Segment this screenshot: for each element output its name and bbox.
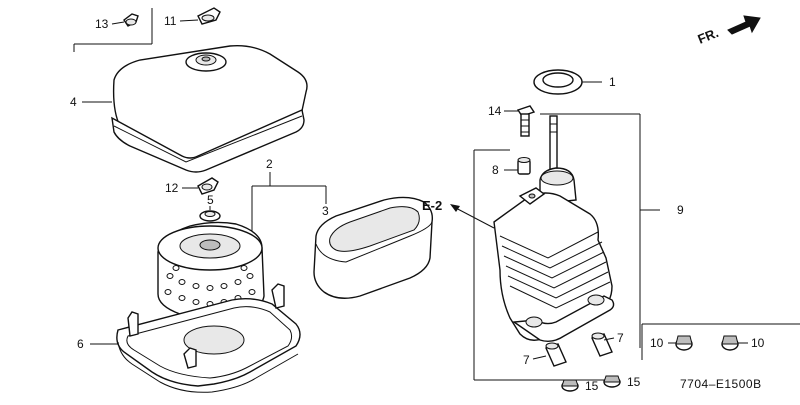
air-cleaner-cover [111,44,308,173]
bracket-9 [473,113,660,381]
dowel-pin-7b [591,332,613,357]
callout-7b: 7 [617,331,624,345]
callout-9: 9 [677,203,684,217]
callout-10a: 10 [650,336,664,350]
diagram-code: 7704–E1500B [680,377,762,391]
callout-15a: 15 [585,379,599,393]
nut-10b [721,335,739,351]
paper-filter-element [157,221,265,320]
callout-12: 12 [165,181,179,195]
direction-label: FR. [696,25,721,47]
bolt-14 [504,105,536,137]
callout-7a: 7 [523,353,530,367]
callout-1: 1 [609,75,616,89]
front-direction-indicator: FR. [696,15,761,47]
wing-nut-13 [111,13,139,27]
gasket-ring [533,69,583,95]
grommet-5 [199,206,221,222]
filter-perforations [164,265,256,307]
callout-3: 3 [322,204,329,218]
bracket-top-left [73,8,153,52]
callout-11: 11 [164,14,177,28]
callout-4: 4 [70,95,77,109]
callout-14: 14 [488,104,502,118]
dowel-pin-7a [545,342,567,367]
callout-5: 5 [207,193,214,207]
collar-8 [504,157,531,175]
callout-15b: 15 [627,375,641,389]
nut-10a [675,335,693,351]
callout-8: 8 [492,163,499,177]
callout-10b: 10 [751,336,765,350]
reference-arrow [450,204,495,229]
air-cleaner-elbow [493,115,615,343]
wing-nut-12 [182,177,219,195]
wing-nut-11 [179,7,221,25]
bracket-10 [641,323,800,360]
flange-nut-15b [603,375,621,388]
flange-nut-15a [561,379,579,392]
callout-2: 2 [266,157,273,171]
air-cleaner-case [116,283,301,393]
direction-arrow-icon [727,15,761,35]
callout-13: 13 [95,17,109,31]
reference-e2: E-2 [422,198,442,213]
foam-filter [313,196,434,299]
callout-6: 6 [77,337,84,351]
